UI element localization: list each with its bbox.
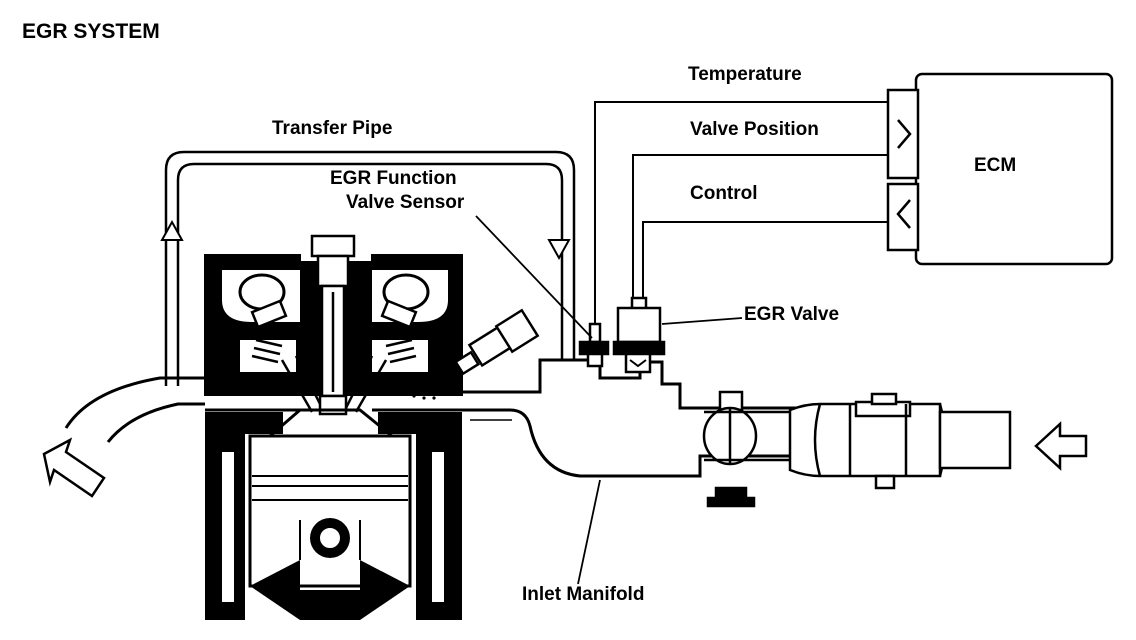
ecm-box xyxy=(886,72,1114,266)
engine-block xyxy=(205,412,462,620)
label-egr-valve: EGR Valve xyxy=(744,304,840,325)
transfer-pipe xyxy=(164,150,576,386)
combustion-chamber xyxy=(269,408,393,438)
label-inlet-manifold: Inlet Manifold xyxy=(522,584,645,605)
label-ecm: ECM xyxy=(974,155,1017,176)
fuel-injector xyxy=(453,308,540,376)
air-intake-duct xyxy=(788,392,1012,490)
label-egr-function-line1: EGR Function xyxy=(330,168,457,189)
valve-right xyxy=(344,299,418,413)
piston xyxy=(248,434,412,620)
air-inlet-arrow xyxy=(1034,421,1088,471)
valve-position-wire xyxy=(632,154,888,298)
temperature-wire xyxy=(594,101,888,324)
transfer-pipe-down-arrow xyxy=(547,239,571,261)
callout-leaders xyxy=(475,215,743,585)
label-temperature: Temperature xyxy=(688,64,802,85)
control-wire xyxy=(642,221,888,298)
exhaust-outlet-arrow xyxy=(42,437,106,498)
label-control: Control xyxy=(690,183,758,204)
valve-left xyxy=(250,299,324,413)
label-transfer-pipe: Transfer Pipe xyxy=(272,118,393,139)
label-egr-function-line2: Valve Sensor xyxy=(346,192,465,213)
label-valve-position: Valve Position xyxy=(690,119,819,140)
diagram-title: EGR SYSTEM xyxy=(22,20,160,43)
ecm-wiring xyxy=(594,101,888,324)
exhaust-port xyxy=(64,376,300,443)
throttle-body xyxy=(702,390,800,508)
egr-valve xyxy=(612,296,666,374)
transfer-pipe-up-arrow xyxy=(160,219,184,241)
fuel-spray xyxy=(412,368,454,400)
